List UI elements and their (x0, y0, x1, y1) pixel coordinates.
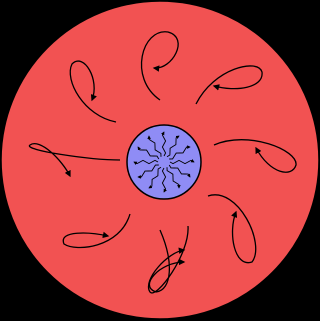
inner-core (127, 125, 201, 199)
